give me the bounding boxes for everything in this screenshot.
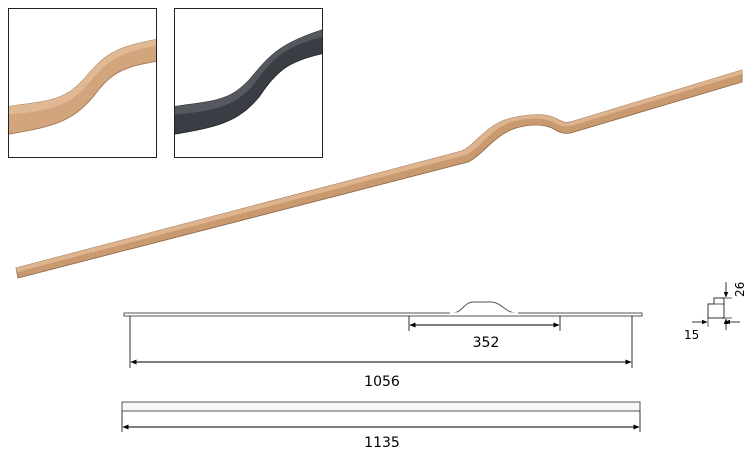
handle-top-view	[123, 301, 643, 317]
dimension-15-label: 15	[684, 328, 699, 342]
dimension-1056: 1056	[129, 316, 633, 390]
dimension-1135-label: 1135	[364, 435, 400, 451]
bronze-finish-closeup	[8, 8, 157, 158]
handle-render	[15, 69, 743, 279]
dimension-26-label: 26	[733, 282, 747, 297]
dimension-352: 352	[408, 316, 561, 351]
dimension-352-label: 352	[473, 335, 500, 351]
black-finish-closeup	[174, 8, 323, 158]
handle-front-view	[121, 401, 641, 412]
dimension-1135: 1135	[121, 411, 641, 451]
dimension-1056-label: 1056	[364, 374, 400, 390]
profile-section: 26 15	[684, 282, 747, 342]
